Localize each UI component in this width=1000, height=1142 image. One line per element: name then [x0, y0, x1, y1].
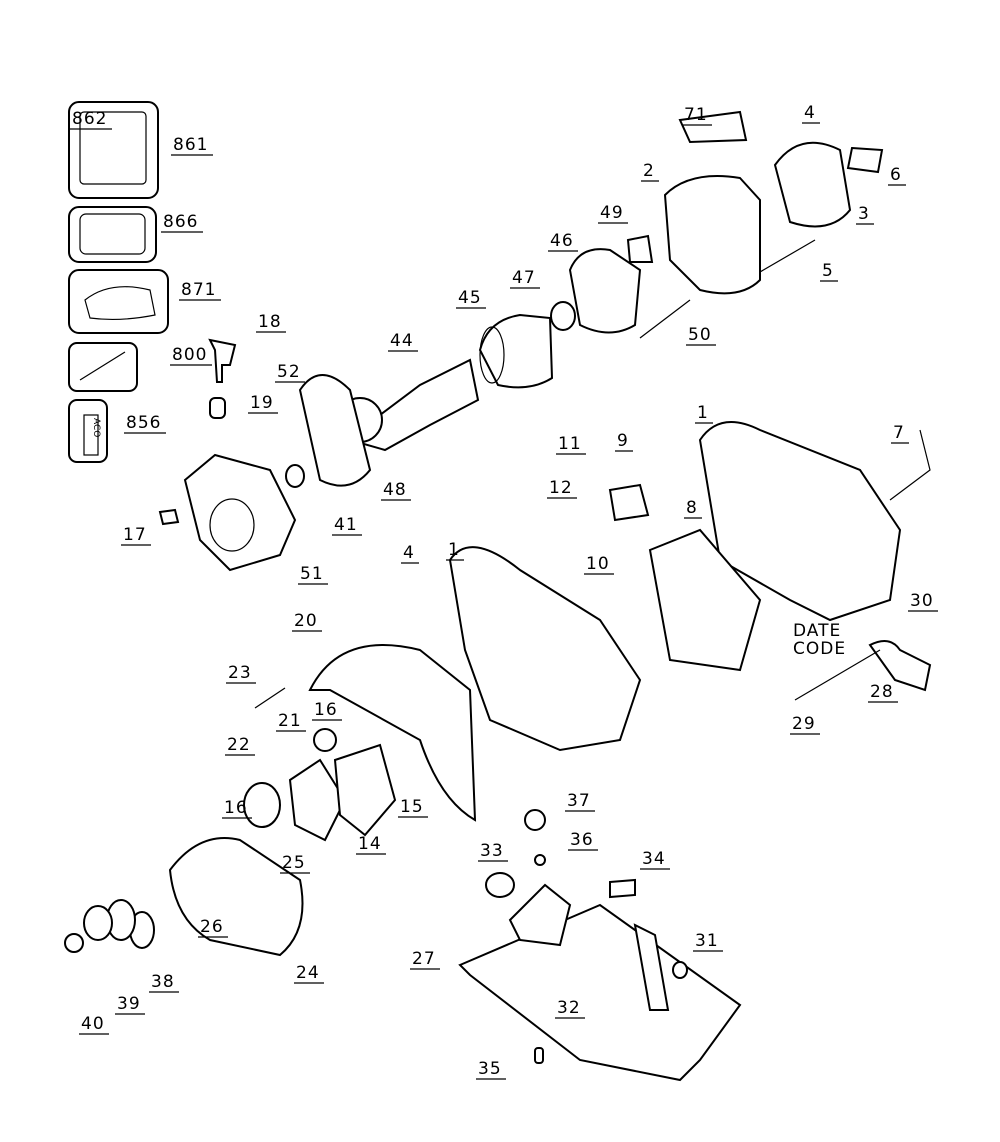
part-label-4: 4	[804, 103, 816, 123]
part-label-48: 48	[383, 480, 407, 500]
part-label-12: 12	[549, 478, 573, 498]
part-label-34: 34	[642, 849, 666, 869]
part-label-45: 45	[458, 288, 482, 308]
part-label-2: 2	[643, 161, 655, 181]
part-label-46: 46	[550, 231, 574, 251]
part-label-1: 1	[448, 540, 460, 560]
part-label-39: 39	[117, 994, 141, 1014]
gasket-part-15	[333, 743, 397, 837]
part-label-16: 16	[314, 700, 338, 720]
part-label-52: 52	[277, 362, 301, 382]
part-label-27: 27	[412, 949, 436, 969]
part-label-9: 9	[617, 431, 629, 451]
flashlight-part-800	[68, 342, 138, 392]
motor-housing-part-2	[663, 175, 761, 295]
battery-pack-lettering: ACO	[91, 418, 101, 437]
part-label-1: 1	[697, 403, 709, 423]
part-label-19: 19	[250, 393, 274, 413]
part-label-4: 4	[403, 543, 415, 563]
part-label-37: 37	[567, 791, 591, 811]
part-label-23: 23	[228, 663, 252, 683]
bearing-plate-part-14	[288, 758, 347, 842]
part-label-29: 29	[792, 714, 816, 734]
armature-part-44	[347, 358, 480, 452]
lower-blade-guard-part-24	[168, 837, 304, 957]
part-label-33: 33	[480, 841, 504, 861]
date-code-label: DATE CODE	[793, 621, 846, 659]
part-label-861: 861	[173, 135, 208, 155]
handle-half-part-1-left	[448, 546, 642, 752]
part-drawings	[64, 101, 932, 1082]
shoe-part-27	[458, 903, 742, 1082]
part-label-800: 800	[172, 345, 207, 365]
part-label-25: 25	[282, 853, 306, 873]
part-label-6: 6	[890, 165, 902, 185]
part-label-18: 18	[258, 312, 282, 332]
part-label-3: 3	[858, 204, 870, 224]
part-label-35: 35	[478, 1059, 502, 1079]
switch-assembly-part-8	[648, 528, 762, 672]
part-number-labels: 8628618668718008561819524445474649712463…	[70, 103, 938, 1080]
part-label-8: 8	[686, 498, 698, 518]
part-label-10: 10	[586, 554, 610, 574]
part-label-38: 38	[151, 972, 175, 992]
part-label-31: 31	[695, 931, 719, 951]
part-label-47: 47	[512, 268, 536, 288]
part-label-5: 5	[822, 261, 834, 281]
part-label-51: 51	[300, 564, 324, 584]
part-label-30: 30	[910, 591, 934, 611]
carrying-case-part-861	[68, 101, 159, 199]
lever-part-28	[868, 640, 932, 692]
part-label-17: 17	[123, 525, 147, 545]
part-label-862: 862	[72, 109, 107, 129]
handle-half-part-1-right	[698, 421, 902, 622]
part-label-41: 41	[334, 515, 358, 535]
end-cap-part-3	[773, 141, 852, 228]
battery-part-866	[68, 206, 157, 263]
part-label-7: 7	[893, 423, 905, 443]
baffle-part-48	[298, 374, 372, 487]
part-label-36: 36	[570, 830, 594, 850]
part-label-40: 40	[81, 1014, 105, 1034]
part-label-49: 49	[600, 203, 624, 223]
gear-case-part-51	[183, 453, 297, 572]
part-label-24: 24	[296, 963, 320, 983]
part-label-21: 21	[278, 711, 302, 731]
upper-blade-guard-part-20	[308, 644, 477, 822]
part-label-11: 11	[558, 434, 582, 454]
part-label-866: 866	[163, 212, 198, 232]
date-code-line-1: DATE	[793, 621, 841, 641]
part-label-20: 20	[294, 611, 318, 631]
part-label-26: 26	[200, 917, 224, 937]
magnet-part-45	[478, 313, 554, 389]
part-label-71: 71	[684, 105, 708, 125]
part-label-32: 32	[557, 998, 581, 1018]
part-label-15: 15	[400, 797, 424, 817]
part-label-14: 14	[358, 834, 382, 854]
part-label-28: 28	[870, 682, 894, 702]
part-label-16: 16	[224, 798, 248, 818]
part-label-44: 44	[390, 331, 414, 351]
brush-holder-part-46	[568, 248, 642, 334]
part-label-871: 871	[181, 280, 216, 300]
part-label-22: 22	[227, 735, 251, 755]
date-code-line-2: CODE	[793, 639, 846, 659]
part-label-50: 50	[688, 325, 712, 345]
charger-part-871	[68, 269, 169, 334]
part-label-856: 856	[126, 413, 161, 433]
